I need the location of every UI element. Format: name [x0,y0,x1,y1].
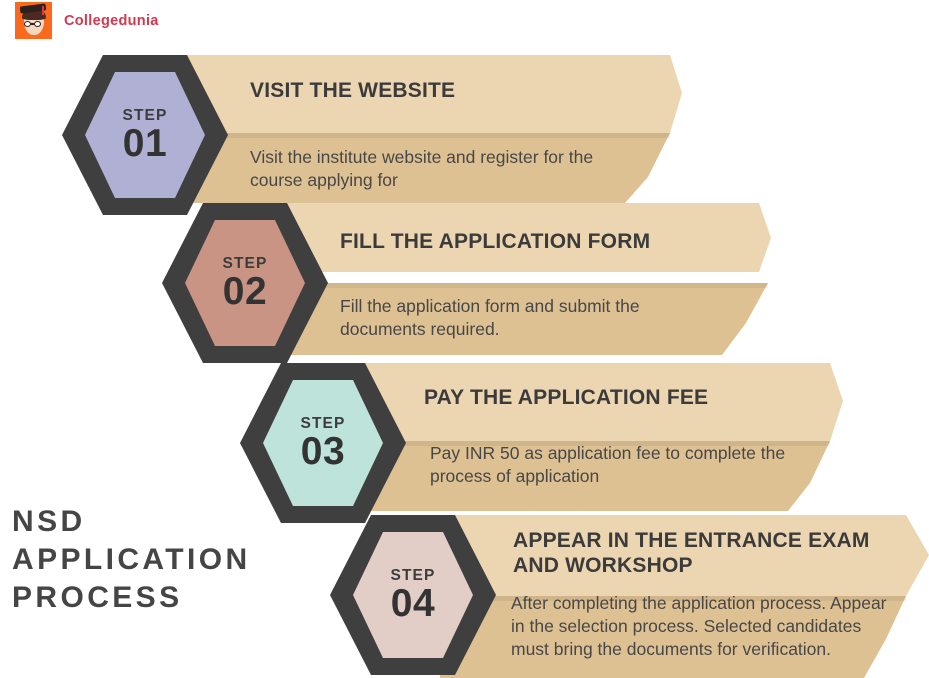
step-3-badge: STEP 03 [240,363,406,523]
page-title: NSD APPLICATION PROCESS [12,505,251,615]
step-1-bands [170,55,690,220]
step-2-title: FILL THE APPLICATION FORM [340,230,651,253]
step-4-badge: STEP 04 [330,515,496,675]
graduate-face-icon [15,2,52,39]
step-1-body-band [170,133,670,203]
step-4-bands [440,515,929,678]
brand-name: Collegedunia [64,12,159,29]
step-3-body: Pay INR 50 as application fee to complet… [430,443,786,486]
step-4-body: After completing the application process… [511,593,887,659]
step-2-title-band [270,203,771,272]
step-1-body: Visit the institute website and register… [250,147,594,190]
step-2-bands [270,203,790,373]
step-1-badge: STEP 01 [62,55,228,215]
step-4-body-band [440,596,906,678]
step-3-title: PAY THE APPLICATION FEE [424,386,709,409]
step-3-title-band [350,363,843,441]
step-4-title: APPEAR IN THE ENTRANCE EXAM AND WORKSHOP [513,529,870,577]
brand-header: Collegedunia [15,2,159,39]
step-3-bands [350,363,870,528]
step-1-title: VISIT THE WEBSITE [250,79,456,102]
step-2-badge: STEP 02 [162,203,328,363]
step-2-body-band [270,283,768,355]
step-4-title-band [440,515,929,596]
step-1-title-band [170,55,682,133]
step-2-body: Fill the application form and submit the… [340,296,640,339]
step-3-body-band [350,441,830,511]
